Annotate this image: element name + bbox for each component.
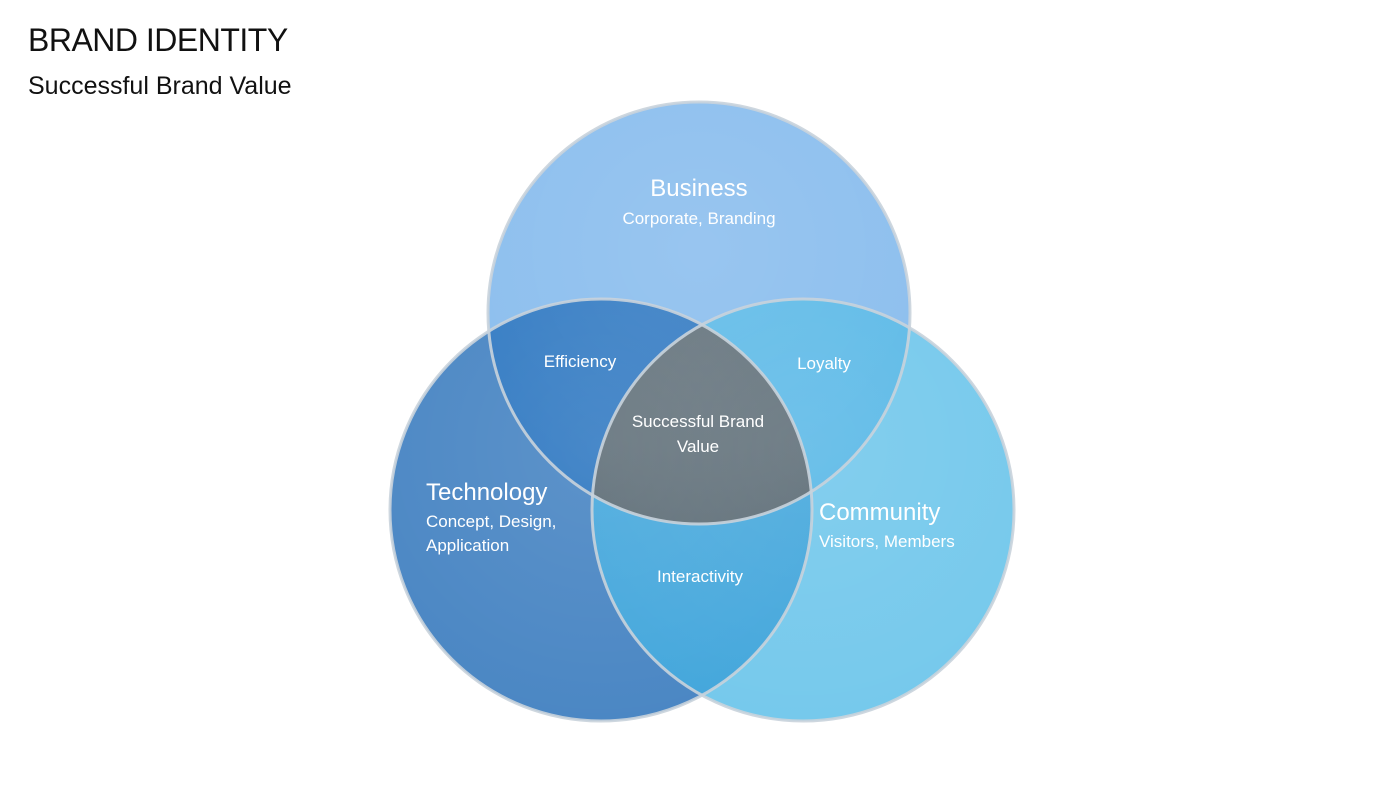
- slide-title: BRAND IDENTITY: [28, 22, 288, 58]
- loyalty-label: Loyalty: [797, 354, 851, 373]
- business-title: Business: [650, 175, 747, 202]
- slide-subtitle: Successful Brand Value: [28, 72, 292, 100]
- center-label-line1: Successful Brand: [632, 412, 764, 431]
- technology-subtitle-line1: Concept, Design,: [426, 512, 556, 531]
- business-subtitle: Corporate, Branding: [622, 209, 775, 228]
- technology-title: Technology: [426, 479, 547, 506]
- efficiency-label: Efficiency: [544, 352, 617, 371]
- interactivity-label: Interactivity: [657, 567, 743, 586]
- community-subtitle: Visitors, Members: [819, 532, 955, 551]
- community-title: Community: [819, 499, 940, 526]
- technology-subtitle-line2: Application: [426, 536, 509, 555]
- center-label-line2: Value: [677, 437, 719, 456]
